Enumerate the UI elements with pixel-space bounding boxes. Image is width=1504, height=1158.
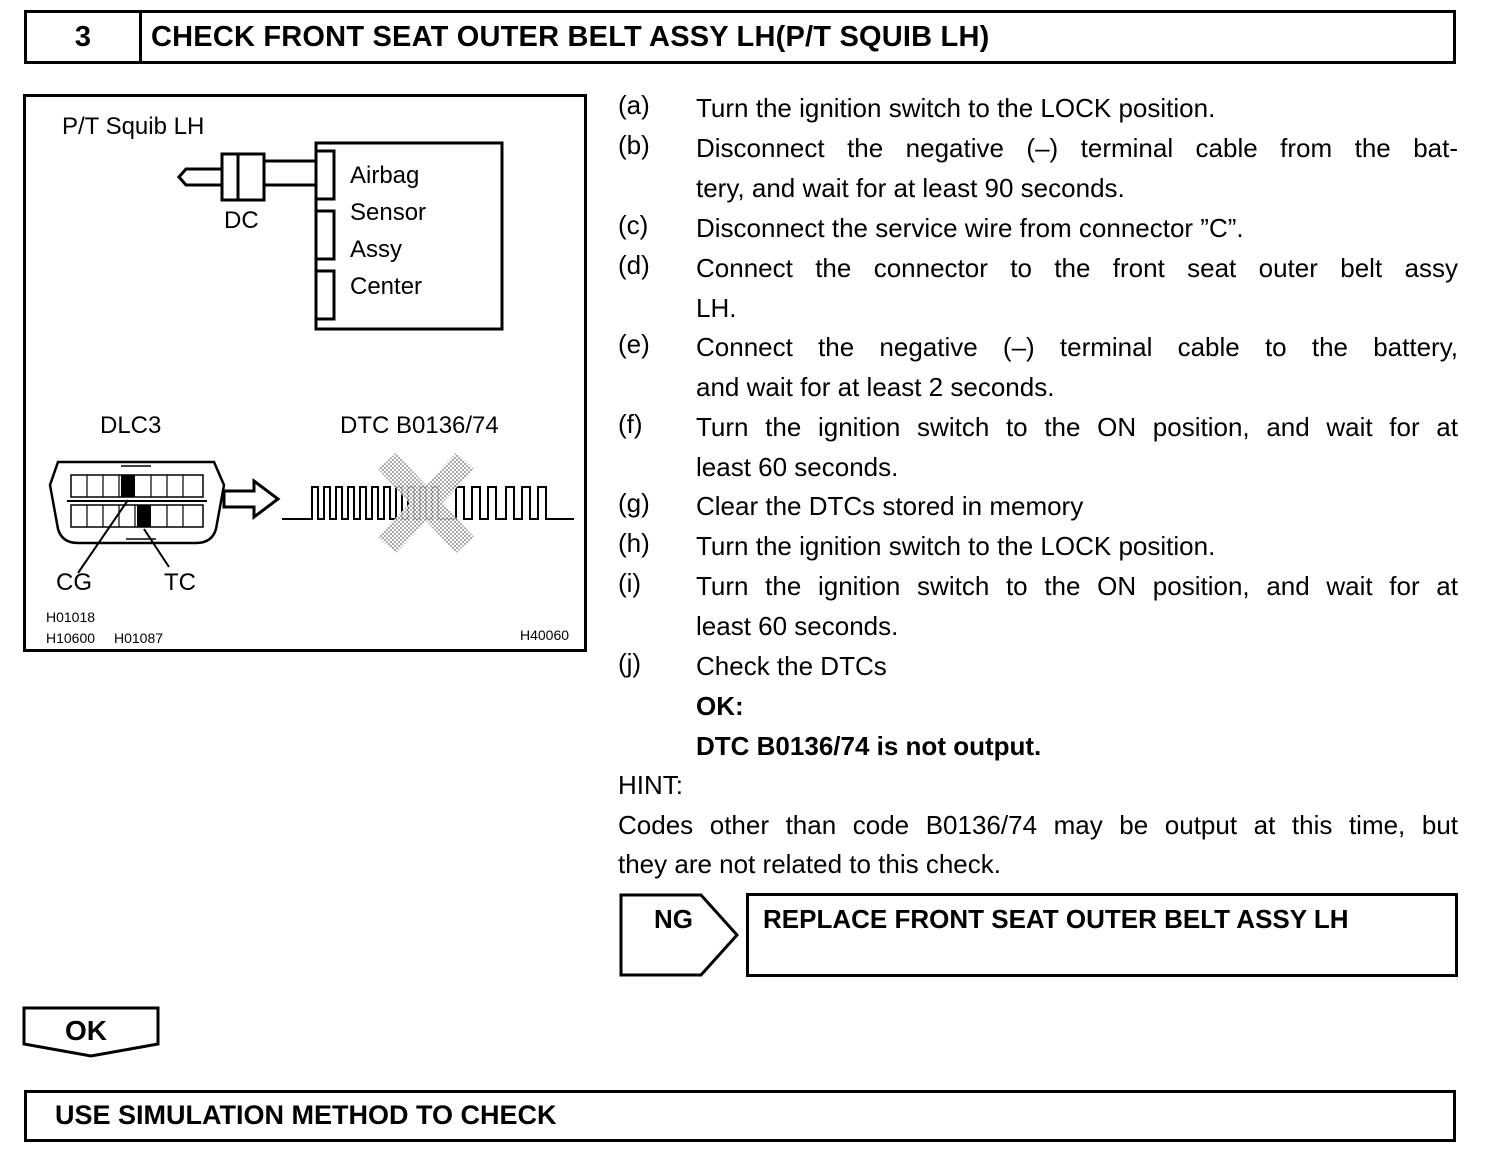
squib-connector-icon [177, 152, 316, 202]
step-letter: (h) [618, 528, 650, 558]
ng-action-box: REPLACE FRONT SEAT OUTER BELT ASSY LH [746, 893, 1458, 977]
dlc-label: DLC3 [100, 412, 162, 439]
hint-label: HINT: [618, 770, 683, 800]
connector-label: DC [224, 207, 259, 234]
dlc3-connector-icon [48, 460, 226, 574]
step-line: Turn the ignition switch to the ON posit… [696, 412, 1458, 442]
diagram-drawing [48, 141, 574, 574]
next-step-box: USE SIMULATION METHOD TO CHECK [24, 1090, 1456, 1142]
step-letter: (d) [618, 250, 650, 280]
step-letter: (j) [618, 648, 642, 678]
ecu-label-line: Airbag [350, 162, 420, 189]
not-output-x-icon [378, 453, 474, 553]
step-letter: (g) [618, 488, 650, 518]
step-letter: (f) [618, 409, 643, 439]
arrow-right-icon [222, 478, 281, 520]
step-line: Turn the ignition switch to the LOCK pos… [696, 531, 1216, 561]
ecu-label-line: Assy [350, 236, 403, 263]
step-line: tery, and wait for at least 90 seconds. [696, 173, 1125, 203]
ref-code: H10600 [46, 630, 96, 646]
airbag-sensor-box [314, 141, 504, 331]
step-line: Disconnect the service wire from connect… [696, 213, 1244, 243]
hint-line: they are not related to this check. [618, 849, 1001, 879]
step-line: Check the DTCs [696, 651, 887, 681]
ref-code: H40060 [520, 627, 570, 643]
ng-arrow-icon [619, 893, 740, 977]
step-line: least 60 seconds. [696, 452, 899, 482]
step-line: Connect the connector to the front seat … [696, 253, 1458, 283]
step-letter: (c) [618, 210, 649, 240]
step-line: Clear the DTCs stored in memory [696, 491, 1084, 521]
step-number: 3 [27, 13, 142, 61]
step-letter: (e) [618, 329, 650, 359]
ecu-label-line: Center [350, 273, 423, 300]
step-line: Disconnect the negative (–) terminal cab… [696, 133, 1458, 163]
step-line: and wait for at least 2 seconds. [696, 372, 1055, 402]
hint-line: Codes other than code B0136/74 may be ou… [618, 810, 1458, 840]
step-line: Turn the ignition switch to the ON posit… [696, 571, 1458, 601]
dtc-label: DTC B0136/74 [340, 412, 499, 439]
ng-label: NG [654, 904, 693, 934]
step-line: Turn the ignition switch to the LOCK pos… [696, 93, 1216, 123]
step-letter: (b) [618, 130, 650, 160]
ref-code: H01018 [46, 609, 96, 625]
step-line: Connect the negative (–) terminal cable … [696, 332, 1458, 362]
ok-result-text: DTC B0136/74 is not output. [696, 731, 1042, 761]
ng-action-text: REPLACE FRONT SEAT OUTER BELT ASSY LH [763, 904, 1349, 934]
wiring-diagram: P/T Squib LH DC Airbag Sensor Assy Cente… [23, 94, 587, 652]
ok-arrow-icon [22, 1006, 160, 1058]
ref-code: H01087 [114, 630, 164, 646]
step-letter: (a) [618, 90, 650, 120]
ok-result-label: OK: [696, 691, 744, 721]
step-header: 3 CHECK FRONT SEAT OUTER BELT ASSY LH(P/… [24, 10, 1456, 64]
step-title: CHECK FRONT SEAT OUTER BELT ASSY LH(P/T … [151, 20, 990, 53]
ok-label: OK [65, 1015, 107, 1046]
squib-label: P/T Squib LH [62, 113, 205, 140]
next-step-text: USE SIMULATION METHOD TO CHECK [55, 1100, 557, 1130]
ecu-label-line: Sensor [350, 199, 427, 226]
step-line: LH. [696, 293, 737, 323]
tc-terminal-label: TC [164, 569, 196, 596]
cg-terminal-label: CG [56, 569, 92, 596]
step-letter: (i) [618, 568, 642, 598]
step-line: least 60 seconds. [696, 611, 899, 641]
